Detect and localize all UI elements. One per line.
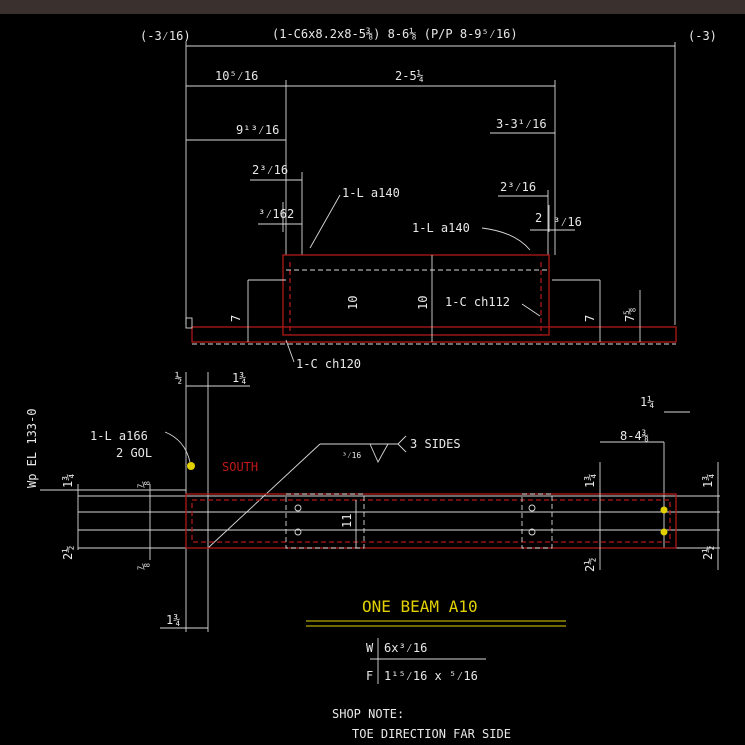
dim-3-16-right: ³⁄16 <box>553 215 582 229</box>
weld-note: 3 SIDES <box>410 437 461 451</box>
shop-note-label: SHOP NOTE: <box>332 707 404 721</box>
w-label: W <box>366 641 374 655</box>
window-top-bar <box>0 0 745 14</box>
dim-height-11: 11 <box>340 514 354 528</box>
dim-2-right: 2 <box>535 211 542 225</box>
dim-left-segment: 10⁵⁄16 <box>215 69 258 83</box>
dim-2-left: 2 <box>287 207 294 221</box>
dim-1-3-4-bottom: 1¾ <box>166 613 180 627</box>
dim-half: ½ <box>175 371 182 385</box>
dim-2-1-2-mid: 2½ <box>583 558 597 572</box>
dim-2-3-16-right: 2³⁄16 <box>500 180 536 194</box>
f-label: F <box>366 669 373 683</box>
gol-bolt-marker <box>187 462 195 470</box>
dim-1-3-4-mid: 1¾ <box>583 474 597 488</box>
label-channel-ch112: 1-C ch112 <box>445 295 510 309</box>
dim-height-7-5-8: 7⅝ <box>623 308 637 322</box>
w-value: 6x³⁄16 <box>384 641 427 655</box>
label-south: SOUTH <box>222 460 258 474</box>
dim-1-1-4: 1¼ <box>640 395 654 409</box>
top-dimensions: (-3⁄16) (1-C6x8.2x8-5⅜) 8-6⅛ (P/P 8-9⁵⁄1… <box>140 27 717 325</box>
title: ONE BEAM A10 <box>362 597 478 616</box>
dim-1-3-4-top: 1¾ <box>232 371 246 385</box>
elevation-view: 1-L a140 1-L a140 1-C ch112 1-C ch120 7 … <box>185 186 677 371</box>
dim-8-4-3-8: 8-4⅜ <box>620 429 649 443</box>
label-gol: 2 GOL <box>116 446 152 460</box>
workpoint-elevation: Wp EL 133-0 <box>25 409 39 488</box>
label-angle-a140-left: 1-L a140 <box>342 186 400 200</box>
shop-note-text: TOE DIRECTION FAR SIDE <box>352 727 511 741</box>
dim-height-7-right: 7 <box>583 315 597 322</box>
dim-right-offset: (-3) <box>688 29 717 43</box>
dim-1-3-4-left: 1¾ <box>61 474 75 488</box>
bolt-bottom <box>660 528 668 536</box>
dim-left-offset: (-3⁄16) <box>140 29 191 43</box>
dim-7-8-bottom: ⅞ <box>137 563 151 570</box>
weld-size: ³⁄16 <box>342 451 361 460</box>
plan-view: ½ 1¾ 1¼ 8-4⅜ 1-L a166 2 GOL SOUTH ³⁄16 3… <box>25 371 720 632</box>
label-angle-a140-right: 1-L a140 <box>412 221 470 235</box>
dim-right-segment: 2-5¼ <box>395 69 424 83</box>
dim-1-3-4-right: 1¾ <box>701 474 715 488</box>
dim-9-13-16: 9¹³⁄16 <box>236 123 279 137</box>
label-angle-a166: 1-L a166 <box>90 429 148 443</box>
title-block: ONE BEAM A10 W 6x³⁄16 F 1¹⁵⁄16 x ⁵⁄16 SH… <box>306 597 566 741</box>
dim-3-3-16: 3-3¹⁄16 <box>496 117 547 131</box>
bolt-top <box>660 506 668 514</box>
dim-height-10-left: 10 <box>346 296 360 310</box>
dim-height-10-right: 10 <box>416 296 430 310</box>
f-value: 1¹⁵⁄16 x ⁵⁄16 <box>384 669 478 683</box>
label-channel-ch120: 1-C ch120 <box>296 357 361 371</box>
dim-2-1-2-right: 2½ <box>701 546 715 560</box>
dim-2-3-16-left: 2³⁄16 <box>252 163 288 177</box>
dim-7-8-top: ⅞ <box>137 481 151 488</box>
dim-2-1-2-left: 2½ <box>61 546 75 560</box>
dim-height-7-left: 7 <box>229 315 243 322</box>
dim-main-member: (1-C6x8.2x8-5⅜) 8-6⅛ (P/P 8-9⁵⁄16) <box>272 27 518 41</box>
dim-3-16-left: ³⁄16 <box>258 207 287 221</box>
